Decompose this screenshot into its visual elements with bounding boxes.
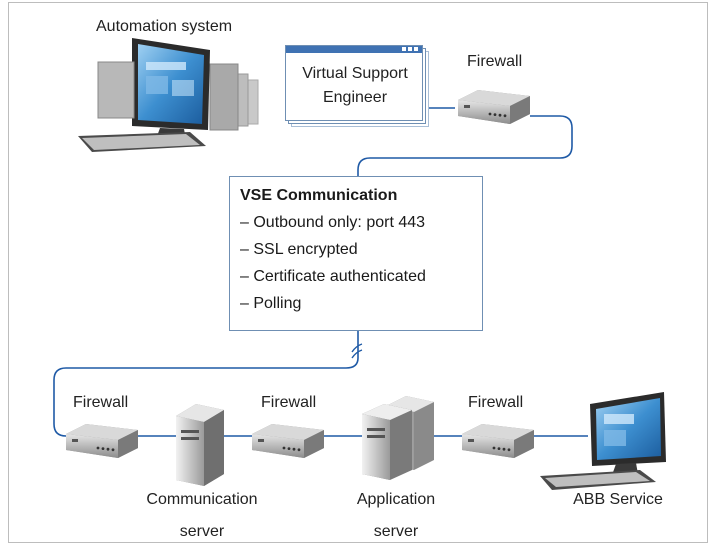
app-server-icon — [362, 396, 434, 480]
server-icon — [176, 404, 224, 486]
app-server-label-line2: server — [373, 523, 419, 540]
comm-server-label: Communication server — [132, 490, 272, 542]
firewall-icon — [462, 424, 534, 458]
window-controls-icon — [402, 47, 418, 52]
vse-communication-box: VSE Communication – Outbound only: port … — [229, 176, 483, 331]
comm-item: – SSL encrypted — [240, 241, 358, 258]
firewall-label-top: Firewall — [467, 53, 523, 70]
comm-server-label-line2: server — [179, 523, 225, 540]
firewall-label-mid: Firewall — [261, 394, 317, 411]
app-server-label: Application server — [336, 490, 456, 542]
firewall-label-right: Firewall — [468, 394, 524, 411]
workstation-icon — [78, 38, 259, 152]
comm-title: VSE Communication — [240, 187, 398, 204]
firewall-icon — [66, 424, 138, 458]
firewall-icon — [252, 424, 324, 458]
comm-item: – Polling — [240, 295, 302, 312]
comm-item: – Certificate authenticated — [240, 268, 426, 285]
link-firewall-comm — [357, 115, 573, 176]
abb-service-label: ABB Service — [573, 491, 663, 508]
vse-label-line1: Virtual Support — [302, 65, 408, 82]
firewall-label-left: Firewall — [73, 394, 129, 411]
vse-window-main: Virtual Support Engineer — [285, 45, 423, 121]
network-break-mark — [351, 343, 363, 359]
vse-label-line2: Engineer — [322, 89, 388, 106]
abb-workstation-icon — [540, 392, 666, 490]
comm-item: – Outbound only: port 443 — [240, 214, 426, 231]
app-server-label-line1: Application — [356, 491, 436, 508]
vse-label: Virtual Support Engineer — [286, 62, 424, 110]
vse-window: Virtual Support Engineer — [285, 45, 429, 127]
comm-server-label-line1: Communication — [146, 491, 258, 508]
firewall-icon — [458, 90, 530, 124]
vse-titlebar — [286, 46, 422, 53]
automation-system-label: Automation system — [96, 18, 233, 35]
link-comm-bottom — [53, 331, 359, 437]
